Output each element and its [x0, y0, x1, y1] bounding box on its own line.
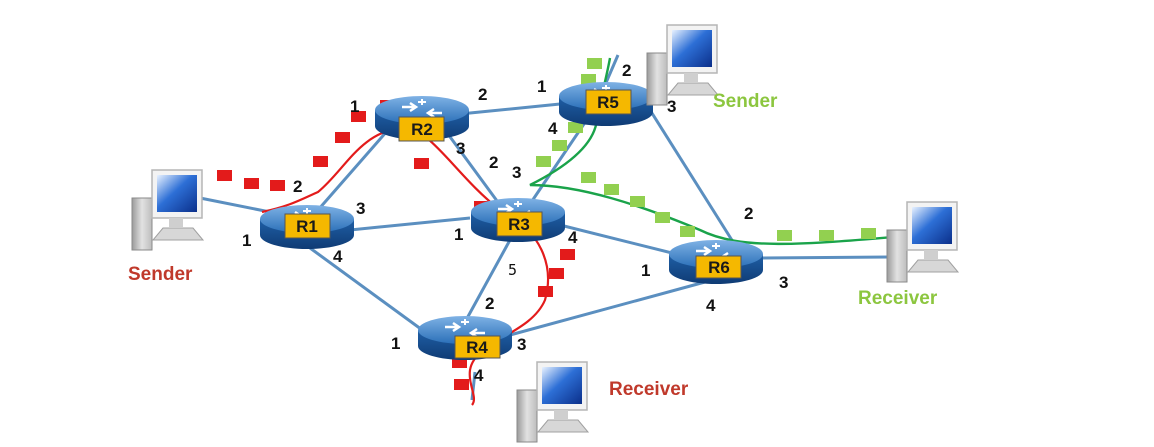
link-r2-r5	[459, 102, 561, 116]
port-labels: 1 2 3 4 1 2 3 1 2 3 4 5 1 2 3 4 1 2 3 4 …	[242, 61, 788, 385]
router-r1: R1	[258, 203, 356, 251]
port-label: 2	[744, 204, 753, 223]
port-label: 4	[333, 247, 343, 266]
port-label: 1	[350, 97, 359, 116]
port-label: 3	[356, 199, 365, 218]
left-sender-label: Sender	[128, 264, 193, 285]
router-label-bg	[496, 211, 543, 237]
link-r3-r6	[559, 223, 681, 257]
port-label: 1	[641, 261, 650, 280]
link-sender-r1	[199, 196, 271, 214]
top-sender-computer	[646, 24, 719, 106]
link-r6-receiver	[759, 255, 891, 260]
port-label: 3	[517, 335, 526, 354]
router-label: R3	[508, 215, 530, 234]
router-label: R4	[466, 338, 488, 357]
port-label: 3	[512, 163, 521, 182]
port-label: 4	[548, 119, 558, 138]
router-label: R1	[296, 217, 318, 236]
router-r6: R6	[667, 238, 765, 286]
router-r3: R3	[469, 196, 567, 244]
link-r5-r6	[648, 109, 737, 246]
port-label: 3	[667, 97, 676, 116]
port-label: 4	[706, 296, 716, 315]
port-label: 2	[489, 153, 498, 172]
port-label: 2	[485, 294, 494, 313]
router-label-bg	[398, 116, 445, 142]
right-receiver-label: Receiver	[858, 288, 938, 309]
link-r3-r4	[463, 239, 512, 323]
bottom-receiver-label: Receiver	[609, 379, 689, 400]
router-r2: R2	[373, 94, 471, 142]
router-label-bg	[284, 213, 331, 239]
link-r1-r4	[309, 246, 426, 334]
link-r1-r3	[349, 216, 471, 232]
port-label: 4	[474, 366, 484, 385]
right-receiver-computer	[886, 201, 959, 283]
router-r4: R4	[416, 314, 514, 362]
port-label: 3	[779, 273, 788, 292]
port-label: 1	[391, 334, 400, 353]
port-label: 2	[622, 61, 631, 80]
router-r5: R5	[557, 80, 655, 128]
port-label: 1	[454, 225, 463, 244]
port-label: 1	[537, 77, 546, 96]
router-label: R2	[411, 120, 433, 139]
link-r2-r3	[443, 129, 502, 206]
port-label: 1	[242, 231, 251, 250]
top-sender-label: Sender	[713, 91, 778, 112]
port-label: 4	[568, 228, 578, 247]
port-label: 2	[478, 85, 487, 104]
bottom-receiver-computer	[516, 361, 589, 443]
router-label: R5	[597, 93, 619, 112]
router-label: R6	[708, 258, 730, 277]
port-label: 5	[508, 261, 517, 279]
port-label: 3	[456, 139, 465, 158]
router-label-bg	[585, 89, 632, 115]
left-sender-computer	[131, 169, 204, 251]
red-flow	[261, 126, 550, 406]
link-r4-r6	[509, 280, 706, 337]
link-r1-r2	[316, 121, 397, 211]
router-label-bg	[454, 335, 501, 359]
port-label: 2	[293, 177, 302, 196]
router-label-bg	[695, 255, 742, 279]
